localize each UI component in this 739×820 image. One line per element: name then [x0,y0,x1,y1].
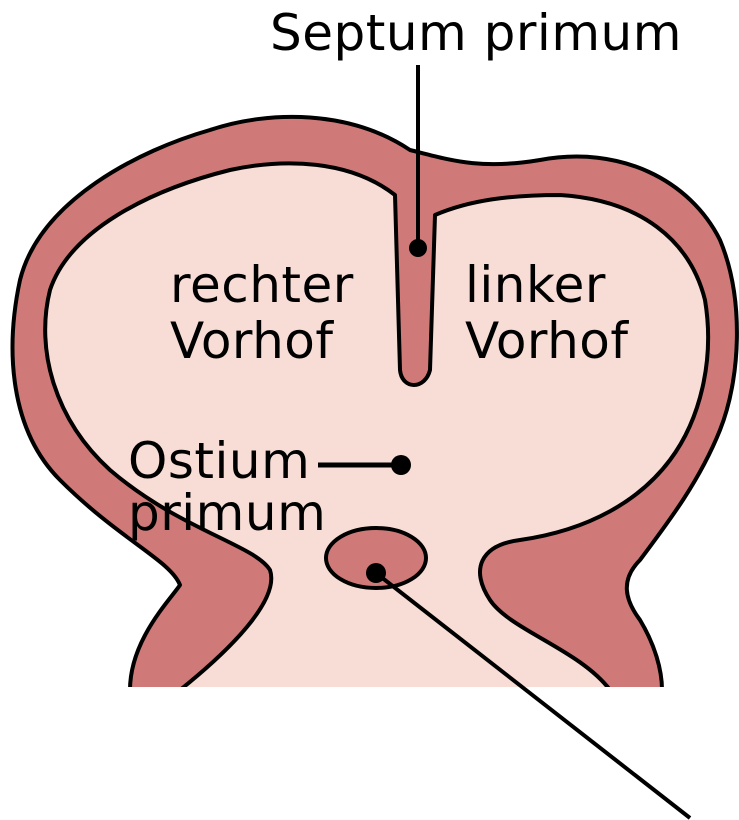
septum-primum-leader-dot [409,239,427,257]
rechter-vorhof-label-line1: rechter [170,256,354,314]
ostium-primum-label-line1: Ostium [128,432,310,490]
septum-primum-label: Septum primum [270,4,682,62]
ostium-primum-leader-dot [391,455,411,475]
linker-vorhof-label-line1: linker [465,256,606,314]
linker-vorhof-label-line2: Vorhof [465,312,629,370]
rechter-vorhof-label-line2: Vorhof [170,312,334,370]
ostium-primum-label-line2: primum [128,484,326,542]
cushion-leader-dot [366,563,386,583]
